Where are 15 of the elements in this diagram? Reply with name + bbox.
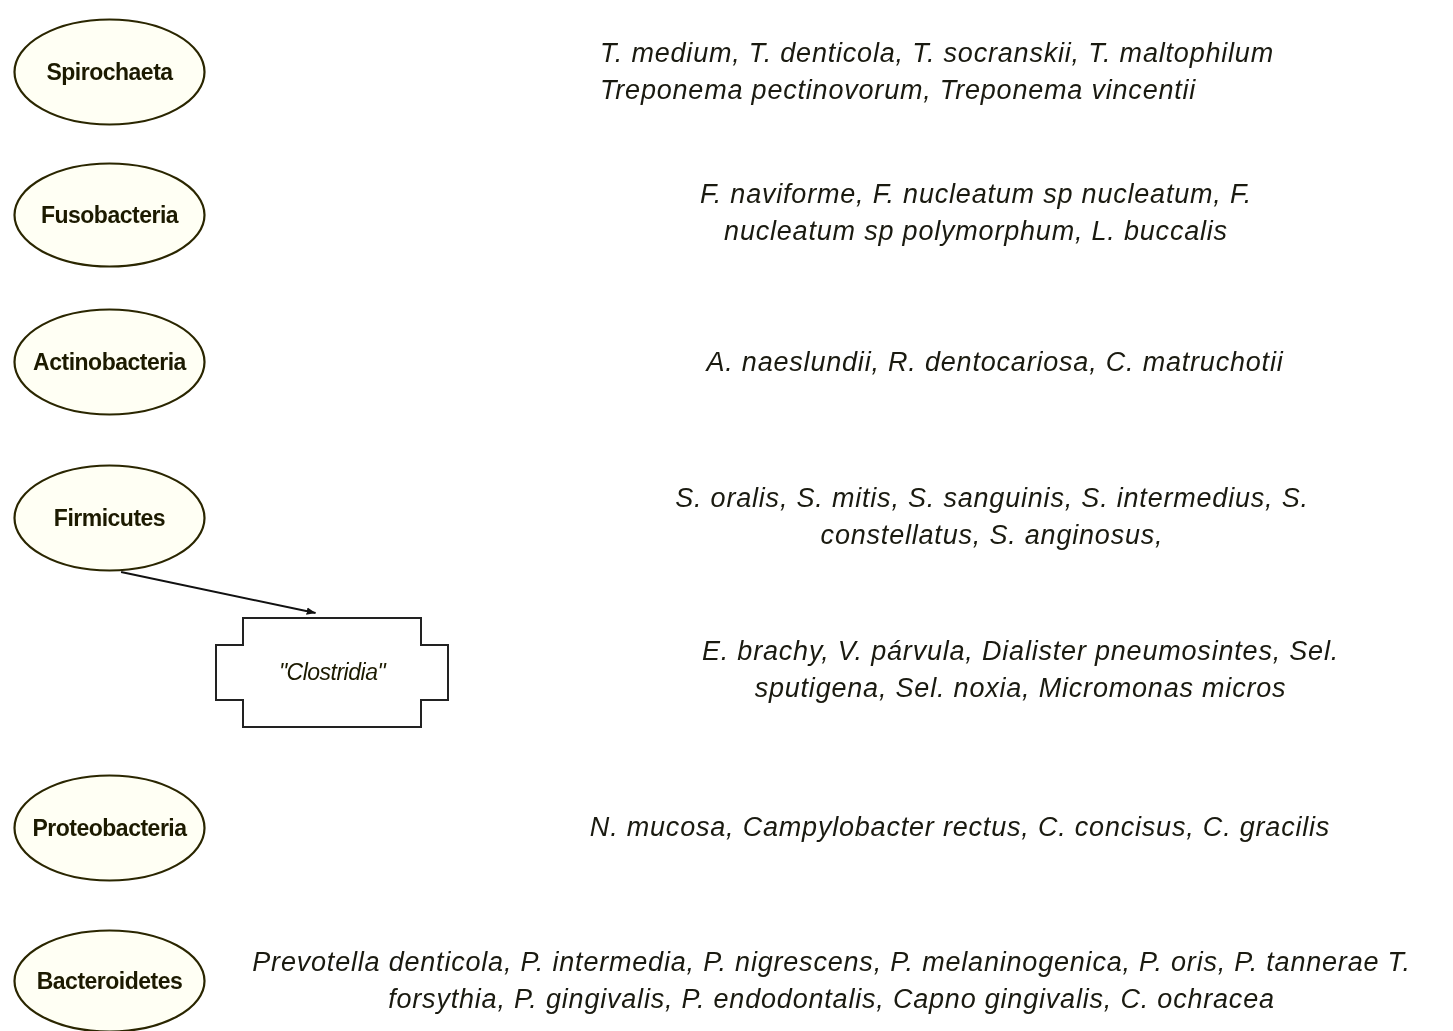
phylum-label: Spirochaeta (46, 58, 173, 86)
species-list: S. oralis, S. mitis, S. sanguinis, S. intermedius, S. constellatus, S. anginosus, (652, 480, 1332, 554)
species-list: A. naeslundii, R. dentocariosa, C. matruchotii (620, 343, 1370, 381)
species-list: N. mucosa, Campylobacter rectus, C. concisus, C. gracilis (520, 808, 1400, 846)
phylum-label: Actinobacteria (33, 348, 186, 376)
species-list: Prevotella denticola, P. intermedia, P. nigrescens, P. melaninogenica, P. oris, P. tannerae T. forsythia, P. gingivalis, P. endodontalis, Capno gingivalis, C. ochracea (210, 944, 1453, 1018)
arrow (120, 571, 317, 615)
species-list: F. naviforme, F. nucleatum sp nucleatum, F. nucleatum sp polymorphum, L. buccalis (676, 176, 1276, 250)
phylum-label: Firmicutes (53, 504, 166, 532)
species-list: T. medium, T. denticola, T. socranskii, T. maltophilum Treponema pectinovorum, Treponema vincentii (600, 35, 1360, 109)
phylum-label: "Clostridia" (278, 659, 386, 686)
species-list: E. brachy, V. párvula, Dialister pneumosintes, Sel. sputigena, Sel. noxia, Micromonas micros (683, 633, 1358, 707)
phylum-label: Fusobacteria (40, 201, 179, 229)
phylum-label: Proteobacteria (32, 814, 187, 842)
phylum-label: Bacteroidetes (36, 967, 183, 995)
